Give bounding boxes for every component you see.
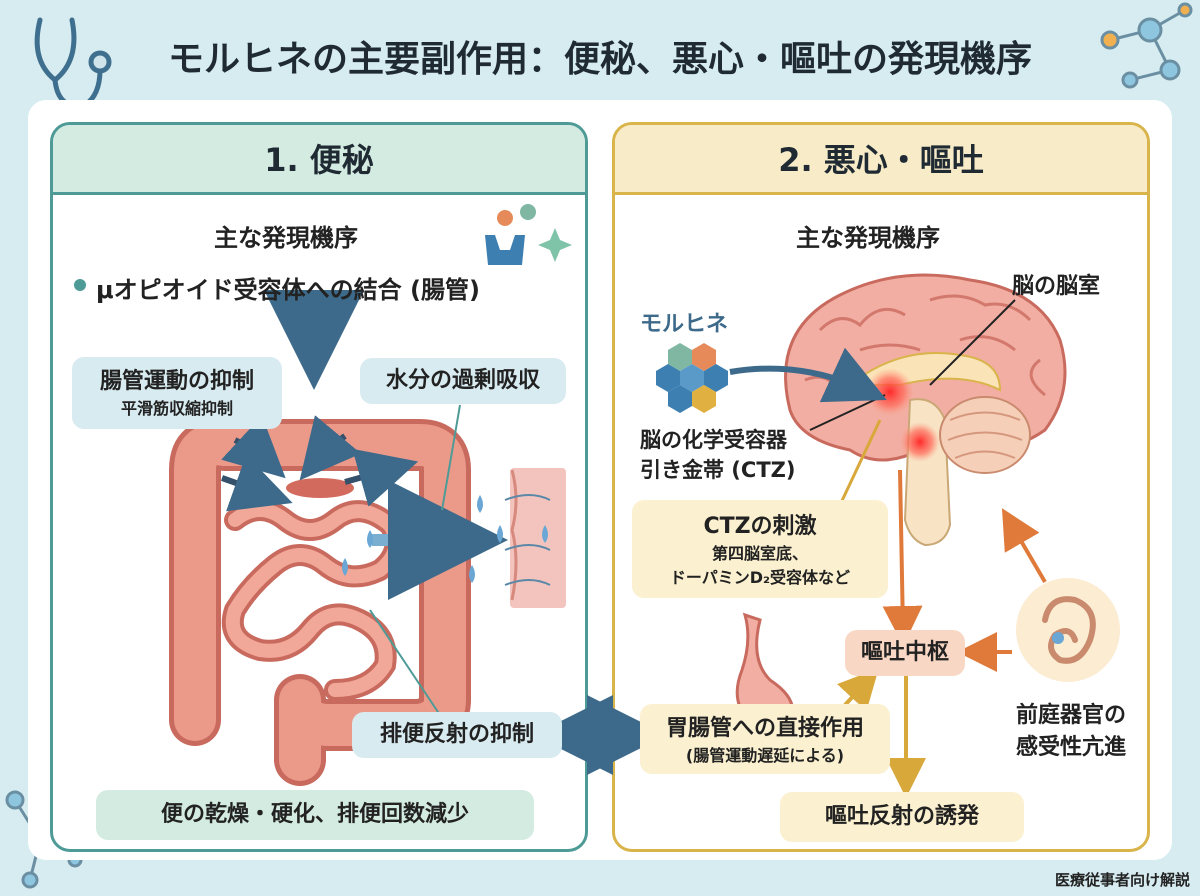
nausea-panel: 2. 悪心・嘔吐 xyxy=(612,122,1150,852)
vestibular-label-line2: 感受性亢進 xyxy=(1015,735,1126,760)
constipation-result-label: 便の乾燥・硬化、排便回数減少 xyxy=(160,802,469,827)
ctz-stimulation-box: CTZの刺激 第四脳室底、 ドーパミンD₂受容体など xyxy=(632,500,888,598)
constipation-result-box: 便の乾燥・硬化、排便回数減少 xyxy=(96,790,534,840)
ventricle-pointer xyxy=(929,299,1016,386)
gi-to-center-arrow xyxy=(837,668,879,712)
gi-action-sub: (腸管運動遅延による) xyxy=(685,746,845,765)
defecation-reflex-box: 排便反射の抑制 xyxy=(352,712,562,758)
vomiting-reflex-box: 嘔吐反射の誘発 xyxy=(780,792,1024,842)
connector-line xyxy=(441,404,461,511)
molecule-icon xyxy=(1100,2,1193,89)
morphine-molecule-icon xyxy=(656,343,728,413)
footer-note: 医療従事者向け解説 xyxy=(1054,871,1190,889)
left-subheading: 主な発現機序 xyxy=(214,224,358,252)
defecation-reflex-label: 排便反射の抑制 xyxy=(379,722,534,747)
motility-box: 腸管運動の抑制 平滑筋収縮抑制 xyxy=(72,357,282,429)
stethoscope-icon xyxy=(34,17,112,109)
water-absorption-illustration xyxy=(342,468,566,608)
gi-action-box: 胃腸管への直接作用 (腸管運動遅延による) xyxy=(640,704,890,774)
receptor-binding-text: μオピオイド受容体への結合 (腸管) xyxy=(96,276,480,304)
vestibular-label: 前庭器官の 感受性亢進 xyxy=(996,700,1146,764)
morphine-arrow xyxy=(729,347,887,403)
nausea-header: 2. 悪心・嘔吐 xyxy=(615,125,1147,195)
receptor-person-icon xyxy=(485,204,572,265)
vomiting-center-box: 嘔吐中枢 xyxy=(845,630,965,676)
ctz-stim-line1: 第四脳室底、 xyxy=(711,544,808,563)
vomiting-reflex-label: 嘔吐反射の誘発 xyxy=(824,804,979,829)
ventricle-label: 脳の脳室 xyxy=(1012,274,1101,299)
inner-ear-icon xyxy=(1016,578,1120,682)
right-subheading: 主な発現機序 xyxy=(796,224,940,252)
ctz-label-line1: 脳の化学受容器 xyxy=(640,428,787,452)
ctz-stim-title: CTZの刺激 xyxy=(703,514,817,539)
water-absorption-box: 水分の過剰吸収 xyxy=(360,358,566,404)
ctz-link-line xyxy=(838,419,882,506)
ctz-label-line2: 引き金帯 (CTZ) xyxy=(640,458,796,482)
ctz-stim-line2: ドーパミンD₂受容体など xyxy=(669,568,851,587)
water-absorption-label: 水分の過剰吸収 xyxy=(385,368,540,393)
gi-action-title: 胃腸管への直接作用 xyxy=(665,716,864,741)
vomiting-center-label: 嘔吐中枢 xyxy=(860,640,949,665)
morphine-label: モルヒネ xyxy=(640,312,729,337)
ctz-label: 脳の化学受容器 引き金帯 (CTZ) xyxy=(640,425,795,485)
constipation-header: 1. 便秘 xyxy=(53,125,585,195)
motility-title: 腸管運動の抑制 xyxy=(99,369,254,394)
ear-to-brain-arrow xyxy=(1001,508,1047,584)
ctz-to-center-arrow xyxy=(882,469,923,646)
vestibular-label-line1: 前庭器官の xyxy=(1015,703,1126,728)
motility-sub: 平滑筋収縮抑制 xyxy=(120,399,233,418)
page-title: モルヒネの主要副作用：便秘、悪心・嘔吐の発現機序 xyxy=(167,39,1032,80)
constipation-panel: 1. 便秘 xyxy=(50,122,588,852)
connector-line xyxy=(369,609,441,716)
bullet-dot xyxy=(74,279,86,291)
